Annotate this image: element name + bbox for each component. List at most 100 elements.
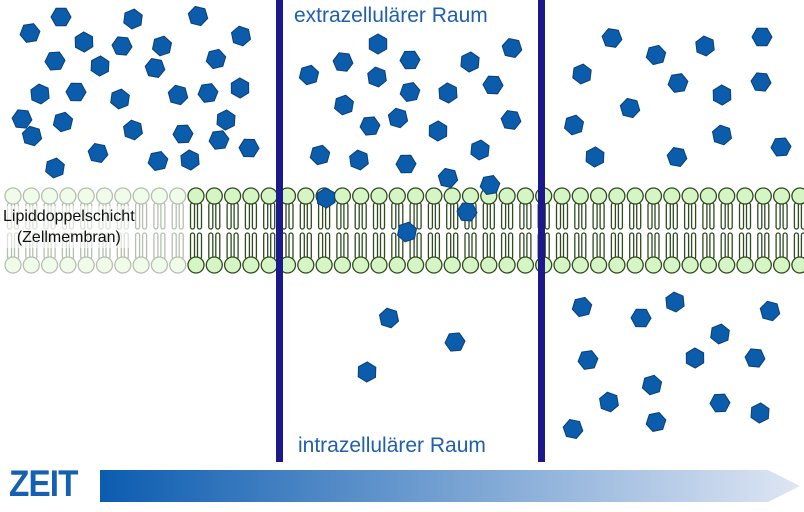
molecule (52, 111, 74, 133)
time-label: ZEIT (9, 463, 78, 504)
molecule (172, 124, 194, 144)
molecule (585, 146, 605, 168)
molecule (357, 361, 377, 383)
molecule (685, 347, 705, 369)
molecule (470, 139, 490, 161)
lipid (333, 187, 352, 274)
molecule (712, 84, 732, 106)
lipid (718, 187, 736, 274)
extracellular-space-label: extrazellulärer Raum (294, 4, 488, 27)
lipid (498, 187, 516, 274)
molecule (367, 66, 387, 88)
molecule (334, 94, 354, 116)
lipid (736, 187, 754, 274)
molecule (144, 58, 166, 78)
lipid (754, 187, 772, 274)
molecule (460, 51, 480, 73)
molecule (309, 144, 331, 166)
molecule (208, 130, 230, 150)
panel-divider-1 (276, 0, 283, 462)
molecule (665, 291, 685, 313)
molecule (74, 31, 94, 53)
panel-divider-2 (538, 0, 545, 462)
molecule (711, 124, 733, 146)
molecule (216, 109, 236, 131)
molecule (750, 402, 770, 424)
lipid (242, 187, 260, 274)
molecule (45, 157, 65, 179)
molecule (482, 75, 504, 95)
molecule (759, 300, 781, 322)
molecule (479, 175, 501, 195)
molecule (396, 221, 418, 243)
lipid (132, 187, 150, 274)
time-arrow (100, 470, 800, 502)
molecule (332, 52, 354, 72)
molecule (667, 73, 689, 93)
molecule (197, 83, 219, 103)
molecule (562, 418, 584, 440)
lipid (480, 187, 498, 274)
molecule (500, 110, 522, 130)
molecule (110, 88, 130, 110)
molecule (750, 72, 772, 92)
molecule (19, 23, 41, 43)
molecule (230, 77, 250, 99)
molecule (123, 119, 143, 141)
lipid (150, 187, 169, 274)
molecule (387, 107, 409, 129)
lipid (553, 187, 571, 274)
lipid (772, 187, 791, 274)
molecule (770, 137, 792, 157)
molecule (238, 138, 260, 158)
lipid (297, 187, 315, 274)
molecule (645, 411, 667, 433)
lipid (260, 187, 278, 274)
molecule (151, 35, 173, 57)
molecule (619, 97, 641, 119)
molecule (751, 27, 773, 47)
molecule (456, 202, 478, 222)
molecule (359, 116, 381, 136)
molecule (349, 149, 369, 171)
molecules (11, 5, 792, 440)
molecule (180, 149, 200, 171)
membrane-label: Lipiddoppelschicht (Zellmembran) (3, 206, 135, 248)
lipid (461, 187, 480, 274)
membrane-label-line1: Lipiddoppelschicht (3, 208, 135, 225)
molecule (30, 83, 50, 105)
lipid (663, 187, 681, 274)
molecule (571, 296, 593, 318)
lipid (589, 187, 608, 274)
molecule (709, 393, 731, 413)
molecule (395, 154, 417, 174)
molecule (187, 5, 209, 27)
molecule (111, 36, 133, 56)
lipid (516, 187, 535, 274)
molecule (90, 55, 110, 77)
molecule (437, 167, 459, 189)
molecule (167, 84, 189, 106)
molecule (230, 25, 252, 47)
molecule (645, 44, 667, 66)
lipid (169, 187, 187, 274)
molecule (123, 8, 143, 30)
lipid (187, 187, 205, 274)
lipid (223, 187, 242, 274)
molecule (44, 51, 66, 71)
lipid (681, 187, 699, 274)
molecule (444, 332, 466, 352)
lipid (791, 187, 804, 274)
molecule (399, 50, 421, 70)
molecule (601, 28, 623, 48)
molecule (577, 350, 599, 370)
molecule (11, 109, 33, 129)
molecule (563, 114, 585, 136)
lipid (626, 187, 644, 274)
molecule (298, 64, 320, 86)
molecule (438, 82, 458, 104)
molecule (368, 33, 388, 55)
molecule (50, 7, 72, 27)
